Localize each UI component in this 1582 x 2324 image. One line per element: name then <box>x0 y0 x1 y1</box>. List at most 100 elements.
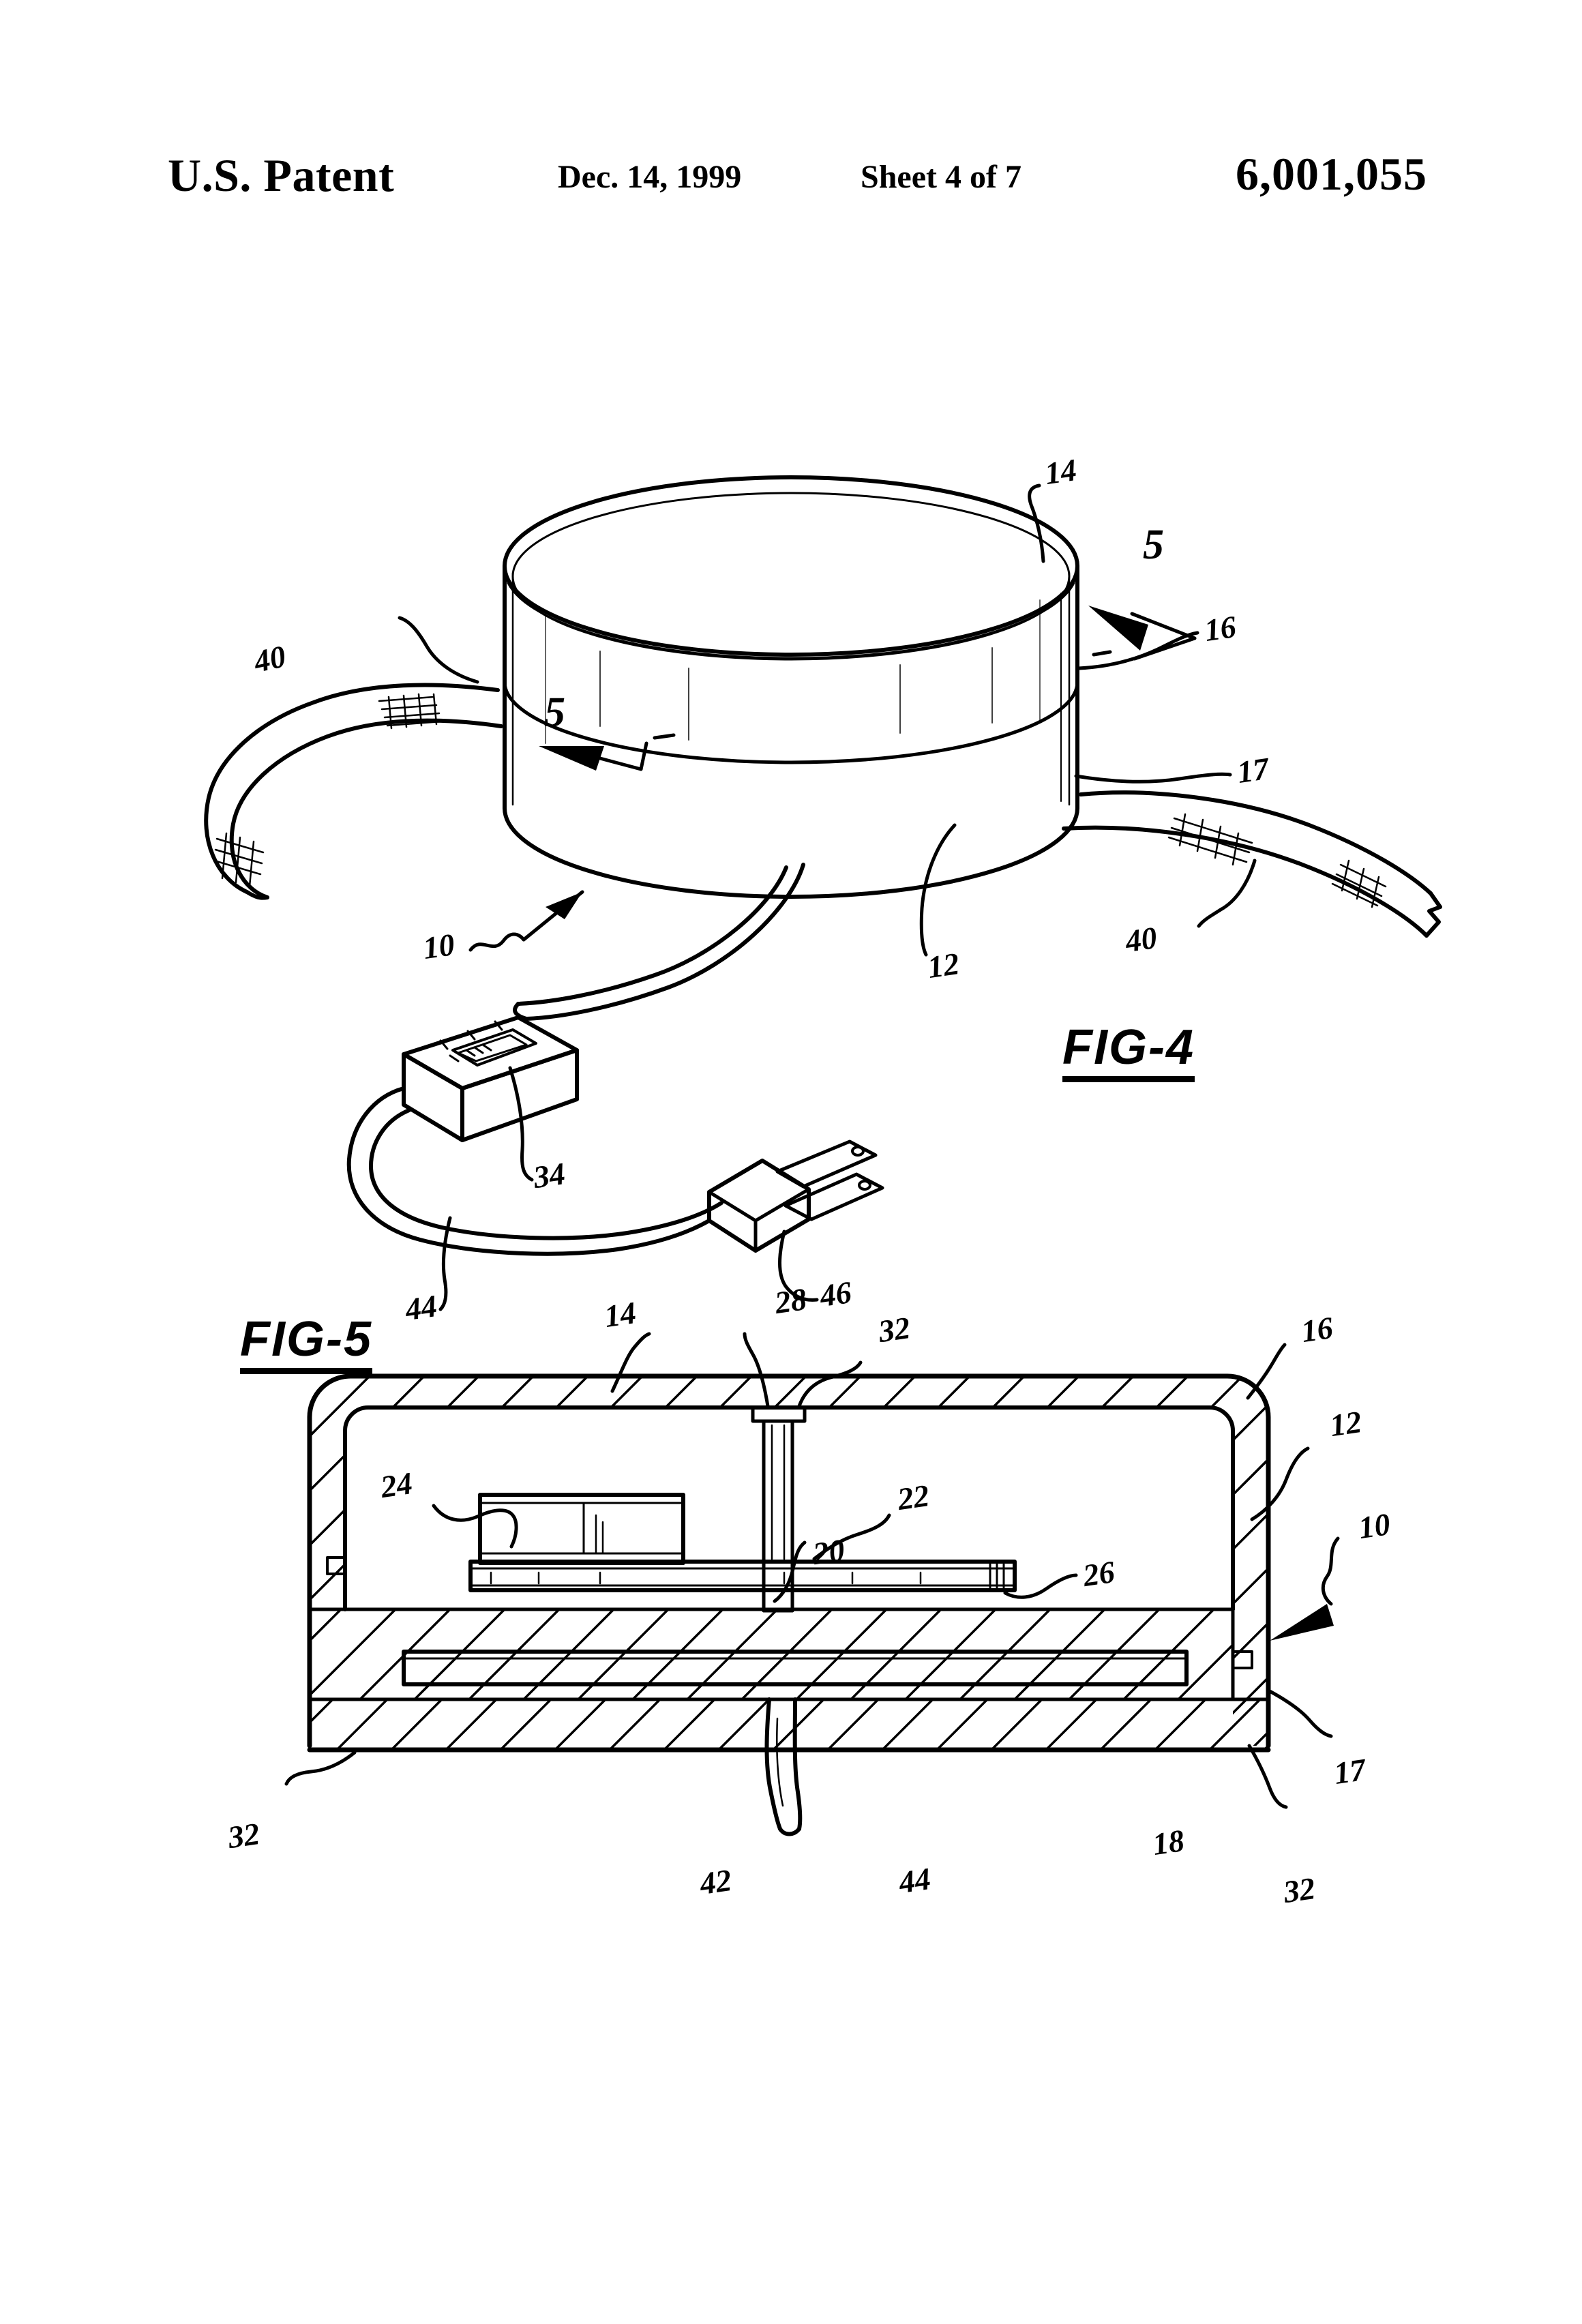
figure-4-title: FIG-4 <box>1062 1023 1195 1082</box>
right-strap-hookloop-patch-b <box>1331 859 1387 908</box>
leader-16-fig5 <box>1246 1343 1287 1400</box>
leader-28-fig5 <box>743 1332 770 1408</box>
leader-14-fig5 <box>610 1332 651 1393</box>
cord2-lower-edge <box>369 1108 723 1240</box>
patent-office-title: U.S. Patent <box>168 149 395 201</box>
hatch-top-wall <box>310 1376 1268 1485</box>
right-strap-bottom-edge <box>1062 825 1429 938</box>
leader-32-upper-fig5 <box>797 1360 863 1408</box>
ref-32-lowerright-fig5: 32 <box>1281 1871 1317 1909</box>
ref-32-lowerleft-fig5: 32 <box>226 1816 262 1855</box>
leader-10-squiggle-fig5 <box>1321 1536 1340 1606</box>
patent-issue-date: Dec. 14, 1999 <box>558 159 742 195</box>
hatch-bottom-wall <box>310 1699 1268 1750</box>
fig5-right-notch <box>1232 1650 1253 1669</box>
slider-window <box>451 1028 537 1067</box>
leader-10-arrowhead-fig5 <box>1270 1604 1334 1641</box>
plug-prong-hole-lower <box>858 1180 871 1191</box>
cord-upper-edge <box>516 865 788 1006</box>
leader-46 <box>778 1230 819 1302</box>
housing-parting-line <box>503 680 1079 764</box>
leader-24-fig5 <box>432 1504 518 1549</box>
post-foot <box>762 1588 794 1613</box>
sheet-number: Sheet 4 of 7 <box>861 159 1021 195</box>
cord-lower-edge <box>524 863 805 1021</box>
plate-right-end-ribs <box>989 1563 1005 1589</box>
cord2-upper-edge <box>346 1086 711 1256</box>
patent-number: 6,001,055 <box>1236 148 1427 200</box>
section-dash-right <box>1092 650 1112 657</box>
section-dash-left <box>653 733 676 740</box>
bottom-pad-18 <box>402 1650 1189 1686</box>
slider-window-inner <box>457 1034 528 1062</box>
leader-10-arrowhead <box>546 892 582 919</box>
ref-44-fig5: 44 <box>897 1861 933 1900</box>
thermostat-block-24 <box>478 1493 685 1565</box>
ref-18-fig5: 18 <box>1150 1823 1186 1862</box>
leader-17 <box>1074 772 1232 784</box>
ref-16-fig5: 16 <box>1299 1310 1335 1349</box>
ref-22-fig5: 22 <box>895 1478 931 1517</box>
lid-underside-arc <box>507 582 1075 659</box>
control-box-tick-marks <box>439 1020 503 1050</box>
cord-exit-right-edge <box>792 1697 803 1831</box>
cord-exit-inner-line <box>776 1717 784 1807</box>
plug-prong-hole-upper <box>851 1146 865 1157</box>
cord-exit-left-edge <box>764 1697 782 1831</box>
ref-12-fig5: 12 <box>1328 1404 1364 1443</box>
hatch-core-block <box>310 1609 1233 1699</box>
right-strap-serrated-tip <box>1424 891 1442 938</box>
right-strap-hookloop-patch-a <box>1167 813 1253 866</box>
ref-20-fig5: 20 <box>811 1532 847 1571</box>
section-marker-5-upper: 5 <box>1143 522 1164 568</box>
housing-bottom-arc <box>503 806 1079 899</box>
ref-42-fig5: 42 <box>698 1862 734 1901</box>
support-plate-20 <box>468 1560 1017 1592</box>
ref-28-fig5: 28 <box>773 1281 809 1320</box>
leader-12 <box>919 823 957 957</box>
section-arrow-left-shaft <box>598 756 643 771</box>
fig5-outer-shell <box>307 1373 1271 1748</box>
ref-26-fig5: 26 <box>1081 1554 1117 1593</box>
leader-44 <box>438 1216 452 1311</box>
section-arrow-right-head <box>1088 606 1148 651</box>
thermostat-block-texture <box>595 1514 604 1555</box>
ref-14-fig5: 14 <box>602 1295 638 1334</box>
right-strap-top-edge <box>1079 790 1433 895</box>
section-marker-5-lower: 5 <box>544 689 565 736</box>
leader-10-squiggle <box>468 932 526 952</box>
leader-32-lowerleft-fig5 <box>284 1751 357 1786</box>
leader-32-lowerright-fig5 <box>1247 1744 1288 1809</box>
cord-into-control-box <box>513 1002 528 1021</box>
leader-40-left <box>398 616 479 684</box>
control-box-front-face <box>460 1048 579 1142</box>
leader-17-fig5 <box>1268 1689 1333 1738</box>
leader-14 <box>1028 483 1045 563</box>
post-head-fastener-32 <box>751 1405 807 1423</box>
figure-5-title: FIG-5 <box>240 1315 373 1374</box>
left-strap-hookloop-patch-a <box>378 693 443 730</box>
ref-17-fig5: 17 <box>1332 1752 1368 1791</box>
support-plate-texture <box>490 1571 922 1585</box>
leader-26-fig5 <box>1003 1573 1078 1599</box>
cord-exit-tip <box>778 1827 801 1836</box>
section-arrow-right-shaft2 <box>1133 636 1197 661</box>
left-strap-hookloop-patch-b <box>213 832 265 888</box>
slider-knob-ridges <box>449 1043 492 1062</box>
leader-22-fig5 <box>812 1513 891 1561</box>
ref-24-fig5: 24 <box>378 1465 415 1504</box>
plug-prong-lower <box>783 1172 884 1221</box>
left-strap-top-edge <box>204 683 500 894</box>
leader-40-right <box>1197 859 1257 928</box>
section-arrow-left-shaft2 <box>639 741 648 771</box>
left-strap-tip <box>245 890 269 900</box>
section-arrow-left-head <box>539 746 604 771</box>
leader-20-fig5 <box>773 1540 807 1603</box>
left-strap-bottom-edge <box>229 718 503 899</box>
leader-12-fig5 <box>1250 1446 1310 1521</box>
fig5-left-notch <box>326 1556 346 1575</box>
ref-10-fig5: 10 <box>1356 1506 1392 1545</box>
